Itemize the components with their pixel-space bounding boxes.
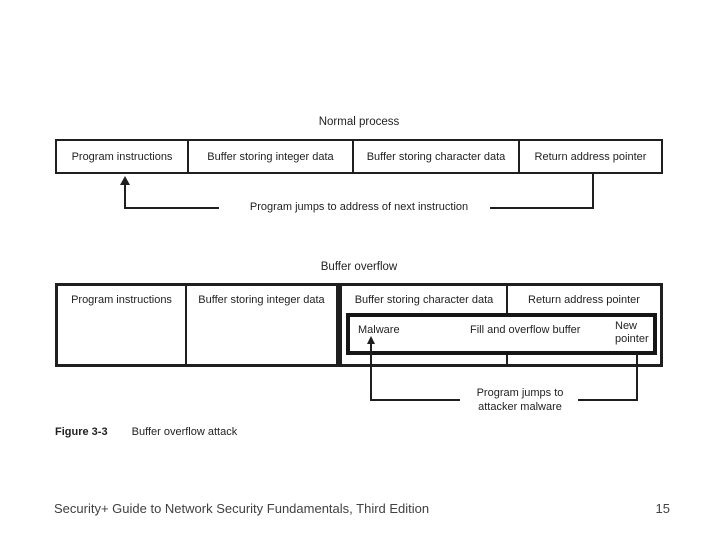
footer-page-number: 15 xyxy=(655,501,670,516)
malware-overlay-box: Malware Fill and overflow buffer New poi… xyxy=(346,313,657,355)
np-connector-left-vertical-line xyxy=(124,184,126,209)
bo-jump-label-line2: attacker malware xyxy=(478,400,562,413)
bo-up-arrowhead-icon xyxy=(367,336,375,344)
np-cell-integer-buffer: Buffer storing integer data xyxy=(189,141,354,172)
footer-book-title: Security+ Guide to Network Security Fund… xyxy=(54,501,430,516)
np-up-arrowhead-icon xyxy=(120,176,130,185)
overlay-new-pointer-line2: pointer xyxy=(615,333,649,345)
bo-cell-integer-buffer: Buffer storing integer data xyxy=(187,286,342,364)
overlay-new-pointer-label: New pointer xyxy=(615,320,649,346)
bo-cell-program-instructions: Program instructions xyxy=(58,286,187,364)
np-connector-left-horizontal-line xyxy=(124,207,219,209)
bo-connector-left-vertical-line xyxy=(370,343,372,400)
overlay-malware-label: Malware xyxy=(358,324,400,336)
bo-connector-right-horizontal-line xyxy=(578,399,638,401)
bo-connector-left-horizontal-line xyxy=(370,399,460,401)
normal-process-title: Normal process xyxy=(318,116,400,128)
bo-jump-label-line1: Program jumps to xyxy=(476,387,564,399)
np-arrow-label: Program jumps to address of next instruc… xyxy=(249,201,469,213)
np-connector-right-vertical-line xyxy=(592,174,594,208)
np-cell-return-pointer: Return address pointer xyxy=(534,150,647,163)
figure-caption: Figure 3-3 Buffer overflow attack xyxy=(55,426,237,438)
figure-caption-text: Buffer overflow attack xyxy=(131,426,238,438)
bo-jump-label: Program jumps to attacker malware xyxy=(455,387,585,414)
buffer-overflow-title: Buffer overflow xyxy=(320,261,398,273)
normal-process-table: Program instructions Buffer storing inte… xyxy=(55,139,663,174)
bo-connector-right-vertical-line xyxy=(636,353,638,401)
np-connector-right-horizontal-line xyxy=(490,207,594,209)
np-cell-character-buffer: Buffer storing character data xyxy=(354,141,520,172)
figure-caption-label: Figure 3-3 xyxy=(55,426,108,438)
np-cell-program-instructions: Program instructions xyxy=(57,141,189,172)
overlay-fill-label: Fill and overflow buffer xyxy=(470,324,581,336)
overlay-new-pointer-line1: New xyxy=(615,320,638,332)
bo-cell-return-pointer: Return address pointer xyxy=(528,294,640,306)
